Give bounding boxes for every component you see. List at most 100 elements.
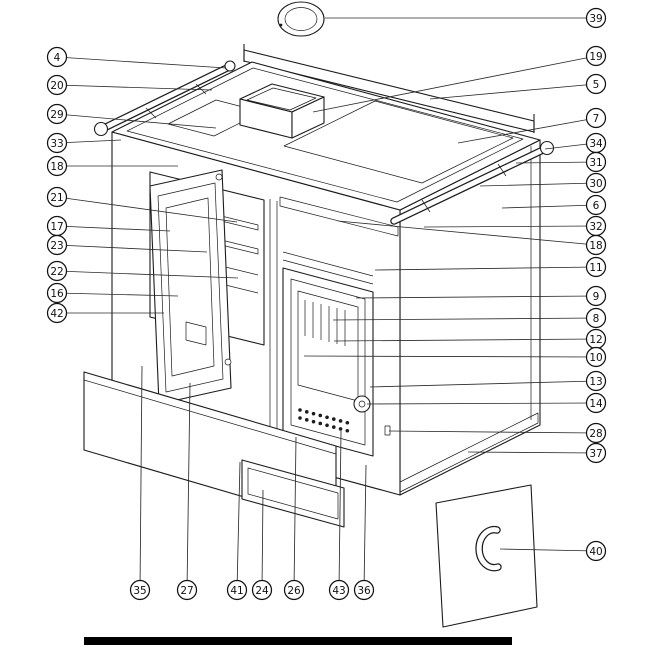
callout-bubble [46,186,68,208]
callout-right-14: 14 [366,392,607,414]
callout-bubble [585,540,607,562]
callout-right-37: 37 [467,442,607,464]
callout-number: 12 [589,334,602,346]
callout-number: 33 [50,138,63,150]
leader-line [56,139,122,144]
callout-number: 17 [50,221,63,233]
air-vent-holes-row [298,408,354,426]
callout-number: 43 [332,585,345,597]
rail-end-ball [93,121,109,137]
leader-line [499,548,597,552]
callout-number: 37 [589,448,602,460]
callout-bubble [585,151,607,173]
leader-line [56,196,238,223]
leader-line [186,382,191,591]
callout-bubble [585,256,607,278]
callout-number: 18 [589,240,602,252]
callout-right-13: 13 [369,370,607,392]
leader-line [366,402,597,405]
callout-bubble [585,107,607,129]
leader-line [56,56,227,69]
callout-bottom-24: 24 [251,489,273,601]
callout-left-4: 4 [46,46,227,69]
callouts-layer: 4202933182117232216423919573431306321811… [46,7,607,601]
callout-left-22: 22 [46,260,239,282]
callout-number: 35 [133,585,146,597]
callout-bubble [585,45,607,67]
hob-plate-stipple [283,100,514,184]
leader-line [479,182,597,187]
callout-number: 30 [589,178,602,190]
callout-bubble [46,155,68,177]
leader-line [333,338,597,342]
callout-left-33: 33 [46,132,122,154]
leader-line [369,380,597,388]
leader-line [293,436,297,591]
door-latch [185,321,207,346]
callout-bottom-27: 27 [176,382,198,601]
leader-line [261,489,264,591]
callout-bottom-26: 26 [283,436,305,601]
leader-line [56,113,217,129]
leader-line [515,161,597,164]
leader-line [423,225,597,228]
callout-bubble [46,282,68,304]
leader-line [429,83,597,100]
leader-line [139,365,143,591]
callout-number: 34 [589,138,603,150]
towel-rail-left [93,60,236,137]
callout-number: 27 [180,585,193,597]
center-divider [269,199,278,440]
callout-bubble [585,234,607,256]
callout-left-20: 20 [46,74,213,96]
caption-bar [84,637,512,645]
leader-line [457,117,597,144]
callout-number: 14 [589,398,603,410]
oven-door [149,169,232,405]
callout-bubble [283,579,305,601]
back-gallery-rail [243,44,535,133]
callout-number: 10 [589,352,602,364]
warming-box [239,83,325,139]
callout-right-6: 6 [501,194,607,216]
air-vent-holes-row [298,416,354,434]
callout-number: 29 [50,109,63,121]
callout-bottom-43: 43 [328,430,350,601]
callout-right-31: 31 [515,151,607,173]
base-trim-hatch [399,412,539,493]
callout-right-40: 40 [499,540,607,562]
callout-right-12: 12 [333,328,607,350]
leader-line [236,461,241,591]
callout-bubble [585,346,607,368]
callout-left-17: 17 [46,215,171,237]
leader-line [501,204,597,209]
callout-number: 41 [230,585,243,597]
callout-left-16: 16 [46,282,179,304]
callout-bubble [46,260,68,282]
callout-left-23: 23 [46,234,208,256]
callout-bottom-41: 41 [226,461,248,601]
callout-number: 36 [357,585,371,597]
callout-number: 19 [589,51,602,63]
callout-right-5: 5 [429,73,607,100]
callout-number: 39 [589,13,602,25]
callout-number: 32 [589,221,602,233]
callout-right-7: 7 [457,107,607,144]
callout-bubble [251,579,273,601]
callout-bubble [46,132,68,154]
leader-line [363,464,367,591]
front-vent-hatch [279,196,399,237]
callout-number: 9 [593,291,600,303]
callout-bubble [585,307,607,329]
leader-line [56,292,179,297]
callout-number: 21 [50,192,63,204]
door-hinge-bottom [224,358,232,366]
callout-number: 20 [50,80,63,92]
callout-bubble [585,7,607,29]
callout-right-32: 32 [423,215,607,237]
callout-number: 42 [50,308,63,320]
callout-bubble [585,370,607,392]
leader-line [467,451,597,454]
side-panel-part [435,484,538,628]
callout-right-28: 28 [388,422,607,444]
